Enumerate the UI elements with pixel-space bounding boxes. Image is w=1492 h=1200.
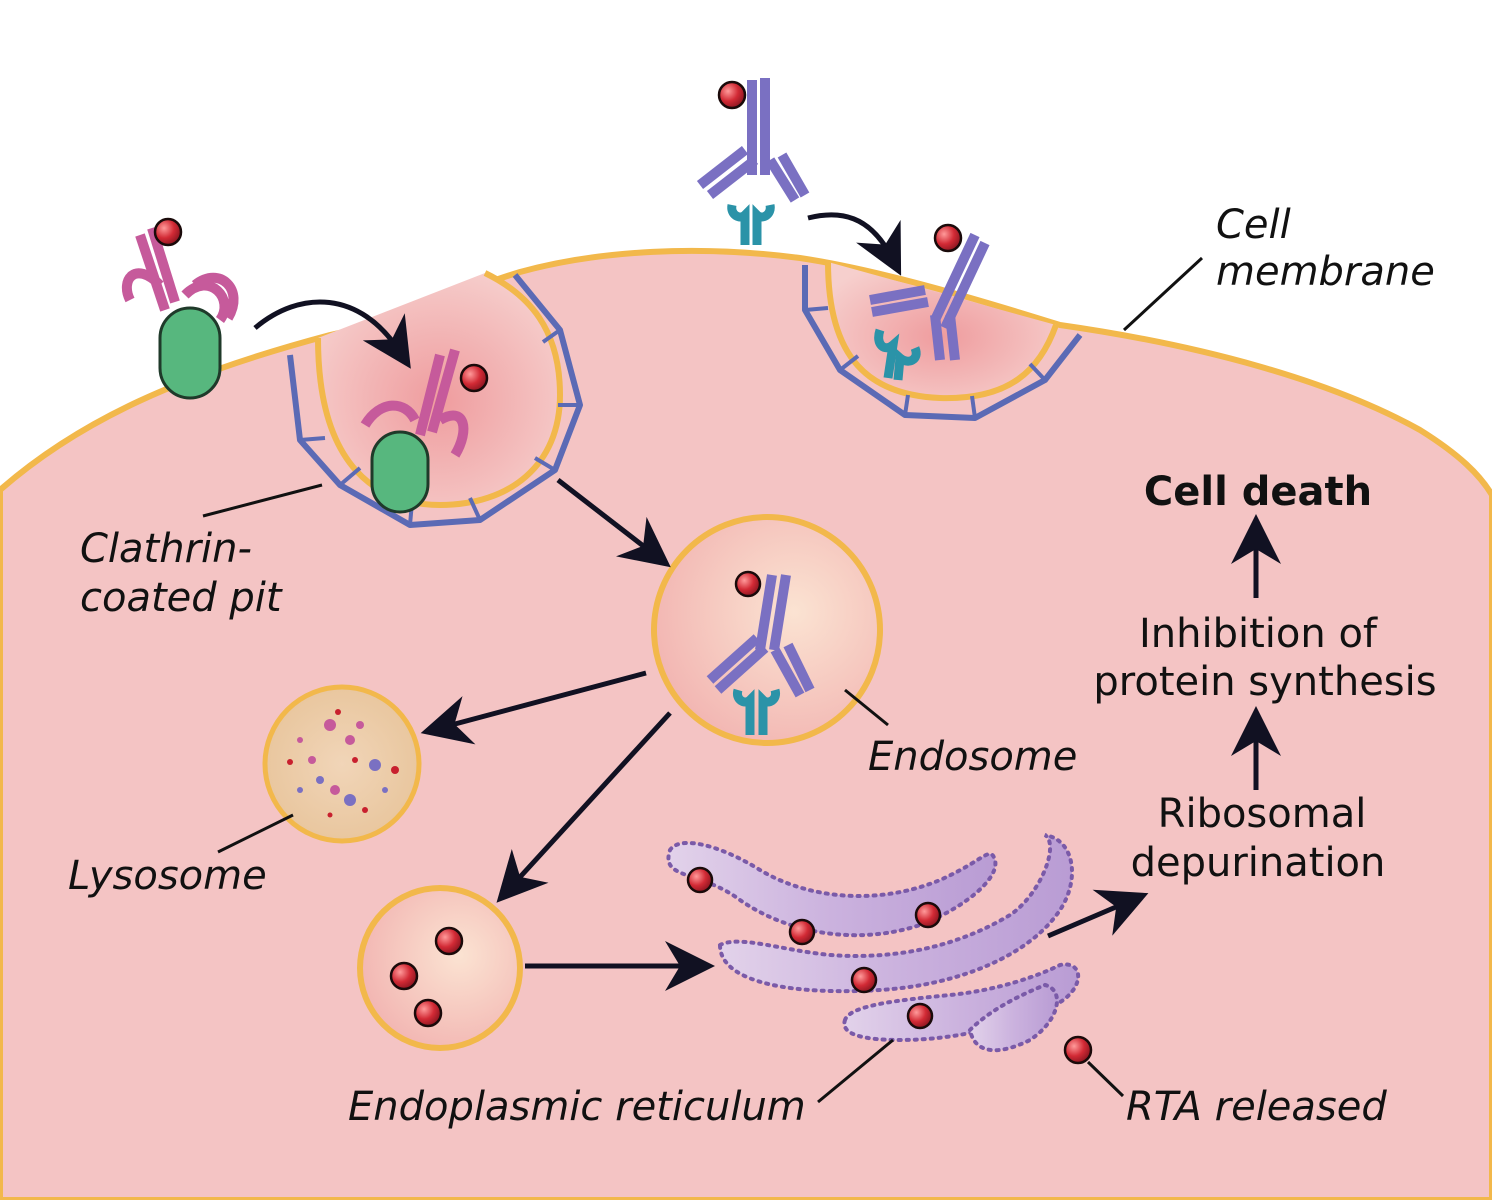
green-receptor (158, 306, 222, 400)
teal-receptor-in-pit (874, 328, 921, 381)
endosome (651, 514, 883, 746)
antibody-outside (696, 78, 810, 203)
label-ribosomal-2: depurination (1131, 840, 1386, 886)
toxin (717, 80, 747, 110)
label-endosome: Endosome (868, 734, 1077, 780)
arrow-into-pit-left (253, 299, 411, 369)
label-cell-membrane-1: Cell (1216, 202, 1291, 248)
arrow-pit-to-endosome (556, 478, 671, 568)
label-rta-released: RTA released (1126, 1084, 1387, 1130)
green-receptor-in-pit (370, 430, 430, 514)
teal-receptor-outside (727, 204, 775, 245)
leader-lines (202, 256, 1204, 1104)
rta-released-toxin (1063, 1035, 1093, 1065)
pathway-arrows (420, 478, 1281, 991)
arrow-er-to-depurination (1047, 889, 1149, 939)
lysosome (262, 684, 422, 844)
label-inhibition-1: Inhibition of (1139, 611, 1378, 657)
antibody-in-pit (869, 232, 990, 361)
label-cell-death: Cell death (1144, 469, 1372, 515)
toxin (459, 363, 489, 393)
arrow-endosome-to-vesicle (496, 711, 672, 903)
arrow-into-pit-right (807, 212, 902, 276)
label-cell-membrane-2: membrane (1216, 249, 1435, 295)
label-clathrin-1: Clathrin- (80, 526, 252, 572)
label-inhibition-2: protein synthesis (1093, 659, 1436, 705)
label-lysosome: Lysosome (68, 853, 267, 899)
label-ribosomal-1: Ribosomal (1158, 791, 1367, 837)
label-clathrin-2: coated pit (80, 575, 283, 621)
er-toxins (686, 866, 942, 1030)
transport-vesicle (357, 885, 523, 1051)
toxin (153, 217, 183, 247)
toxin (933, 223, 963, 253)
pink-receptor-outside (121, 226, 239, 323)
endoplasmic-reticulum (666, 833, 1081, 1053)
arrow-endosome-to-lysosome (420, 670, 647, 745)
label-endoplasmic-reticulum: Endoplasmic reticulum (348, 1084, 806, 1130)
pink-receptor-in-pit (360, 348, 469, 458)
